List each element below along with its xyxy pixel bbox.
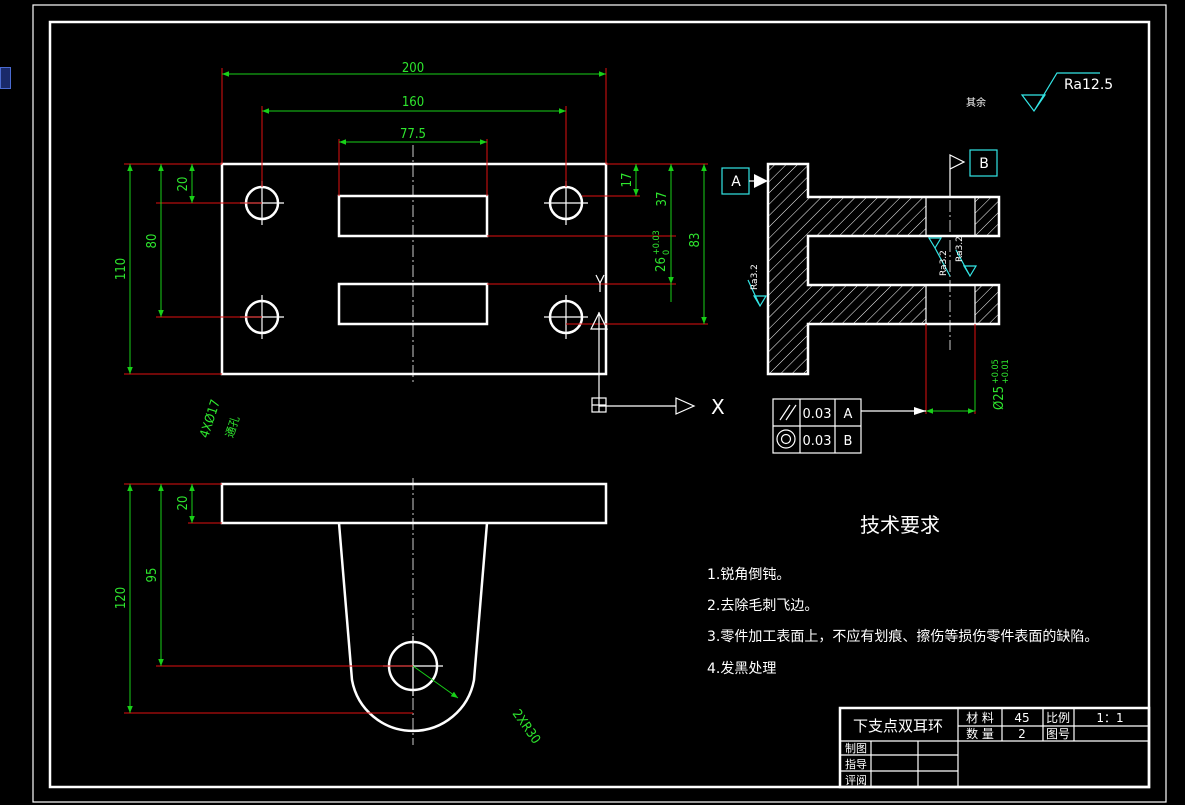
section-view: A B Ra3.2 Ra3.2 Ra3.2 Ø25 +0.05 +0.01 <box>721 149 1011 414</box>
outer-frame <box>32 4 1167 803</box>
inner-frame <box>48 20 1151 789</box>
tol-parallel-value: 0.03 <box>803 407 832 422</box>
dim-17: 17 <box>620 173 635 188</box>
dim-83: 83 <box>688 233 703 248</box>
finish-other-label: 其余 <box>966 96 986 109</box>
svg-text:+0.03: +0.03 <box>652 230 662 255</box>
dim-20-front: 20 <box>176 496 191 511</box>
drawn-label: 制图 <box>845 742 867 755</box>
ucs-x-label: X <box>711 395 725 419</box>
title-block: 下支点双耳环 材 料 45 比例 1：1 数 量 2 图号 制图 指导 评阅 <box>838 706 1151 789</box>
tech-item-4: 4.发黑处理 <box>707 661 776 677</box>
tol-parallel-datum: A <box>844 407 853 422</box>
dim-holes-note: 通孔 <box>223 414 242 439</box>
ra-side: Ra3.2 <box>750 264 760 290</box>
finish-value: Ra12.5 <box>1064 77 1113 93</box>
tol-concentric-value: 0.03 <box>803 434 832 449</box>
ucs-y-label: Y <box>600 271 601 273</box>
ucs-icon: X <box>590 274 725 419</box>
dim-110: 110 <box>114 258 129 280</box>
quantity-value: 2 <box>1018 727 1026 741</box>
tech-item-2: 2.去除毛刺飞边。 <box>707 598 818 614</box>
dim-160: 160 <box>402 95 424 110</box>
ra-mid-1: Ra3.2 <box>939 250 949 276</box>
dim-77-5: 77.5 <box>400 127 426 142</box>
datum-b-box <box>969 149 998 177</box>
dim-20-top: 20 <box>176 177 191 192</box>
quantity-label: 数 量 <box>966 726 994 741</box>
slot-bottom <box>337 282 489 326</box>
tech-title: 技术要求 <box>860 513 940 537</box>
top-view <box>220 145 608 382</box>
datum-a-label: A <box>731 174 741 190</box>
tol-concentric-datum: B <box>844 434 853 449</box>
drawing-no-label: 图号 <box>1046 727 1070 741</box>
surface-finish-other: 其余 Ra12.5 <box>966 72 1113 113</box>
base-plate <box>220 482 608 525</box>
concentric-icon <box>776 429 796 449</box>
ear-outline <box>337 522 489 733</box>
plate-outline <box>220 162 608 376</box>
svg-text:+0.01: +0.01 <box>1001 359 1011 384</box>
svg-text:Ø25: Ø25 <box>992 386 1007 410</box>
tech-item-3: 3.零件加工表面上，不应有划痕、擦伤等损伤零件表面的缺陷。 <box>707 628 1098 645</box>
dim-holes: 4XØ17 <box>197 398 223 440</box>
dim-26-tolerance: 26 +0.03 0 <box>652 230 672 272</box>
svg-text:26: 26 <box>654 257 669 272</box>
dim-80: 80 <box>145 234 160 249</box>
dim-200: 200 <box>402 61 424 76</box>
datum-b-label: B <box>979 156 989 172</box>
material-label: 材 料 <box>966 711 994 725</box>
dim-120: 120 <box>114 587 129 609</box>
scale-label: 比例 <box>1046 711 1070 725</box>
tech-requirements: 技术要求 1.锐角倒钝。 2.去除毛刺飞边。 3.零件加工表面上，不应有划痕、擦… <box>707 513 1098 677</box>
dim-dia25: Ø25 +0.05 +0.01 <box>991 359 1011 410</box>
dim-95: 95 <box>145 568 160 583</box>
svg-text:+0.05: +0.05 <box>991 359 1001 384</box>
svg-text:0: 0 <box>662 250 672 255</box>
dim-radius: 2XR30 <box>509 707 543 747</box>
side-panel-tab[interactable] <box>0 67 11 89</box>
parallel-icon <box>779 404 797 421</box>
tolerance-frame: 0.03 A 0.03 B <box>772 398 926 454</box>
tech-item-1: 1.锐角倒钝。 <box>707 567 790 583</box>
top-view-dimensions: 200 160 77.5 110 80 20 17 37 83 26 +0.03… <box>114 61 708 440</box>
part-name: 下支点双耳环 <box>853 717 943 735</box>
dim-37: 37 <box>655 192 670 207</box>
guided-label: 指导 <box>845 757 867 771</box>
reviewed-label: 评阅 <box>845 774 867 787</box>
ra-mid-2: Ra3.2 <box>955 236 965 262</box>
scale-value: 1：1 <box>1096 711 1123 725</box>
material-value: 45 <box>1014 711 1029 725</box>
section-outline <box>766 162 1001 376</box>
front-view <box>220 478 608 745</box>
